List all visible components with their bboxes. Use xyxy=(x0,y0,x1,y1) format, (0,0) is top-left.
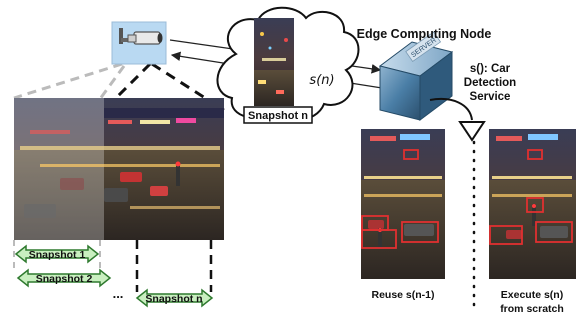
execute-result-image xyxy=(489,129,576,279)
snapshot-ellipsis: ... xyxy=(113,286,124,301)
snapshot-arrow-n xyxy=(135,288,214,308)
edge-node-title: Edge Computing Node xyxy=(357,27,492,41)
curved-arrow-icon xyxy=(429,98,486,142)
snapshot-arrow-1 xyxy=(14,244,100,264)
reuse-detection-boxes xyxy=(361,149,439,249)
snapshot-label-2: Snapshot 2 xyxy=(36,273,93,285)
cloud-caption: Snapshot n xyxy=(243,106,313,124)
snapshot-guides xyxy=(13,240,213,292)
service-label-line1: s(): Car xyxy=(470,63,511,75)
snapshot-label-1: Snapshot 1 xyxy=(29,249,86,261)
execute-caption-line1: Execute s(n) xyxy=(501,289,563,301)
cloud-snapshot-image xyxy=(254,18,294,106)
server-icon: SERVER xyxy=(378,31,454,121)
reuse-caption: Reuse s(n-1) xyxy=(371,289,434,301)
service-label-line3: Service xyxy=(470,91,511,103)
service-label-line2: Detection xyxy=(464,77,516,89)
flow-label: s(n) xyxy=(309,73,334,88)
reuse-result-image xyxy=(361,129,445,279)
cloud-caption-text: Snapshot n xyxy=(248,110,308,122)
street-scene-image xyxy=(14,98,224,240)
security-camera-icon xyxy=(111,21,167,65)
snapshot-label-n: Snapshot n xyxy=(145,293,202,305)
execute-detection-boxes xyxy=(489,149,573,245)
snapshot-arrow-2 xyxy=(16,268,112,288)
execute-caption-line2: from scratch xyxy=(500,303,564,315)
